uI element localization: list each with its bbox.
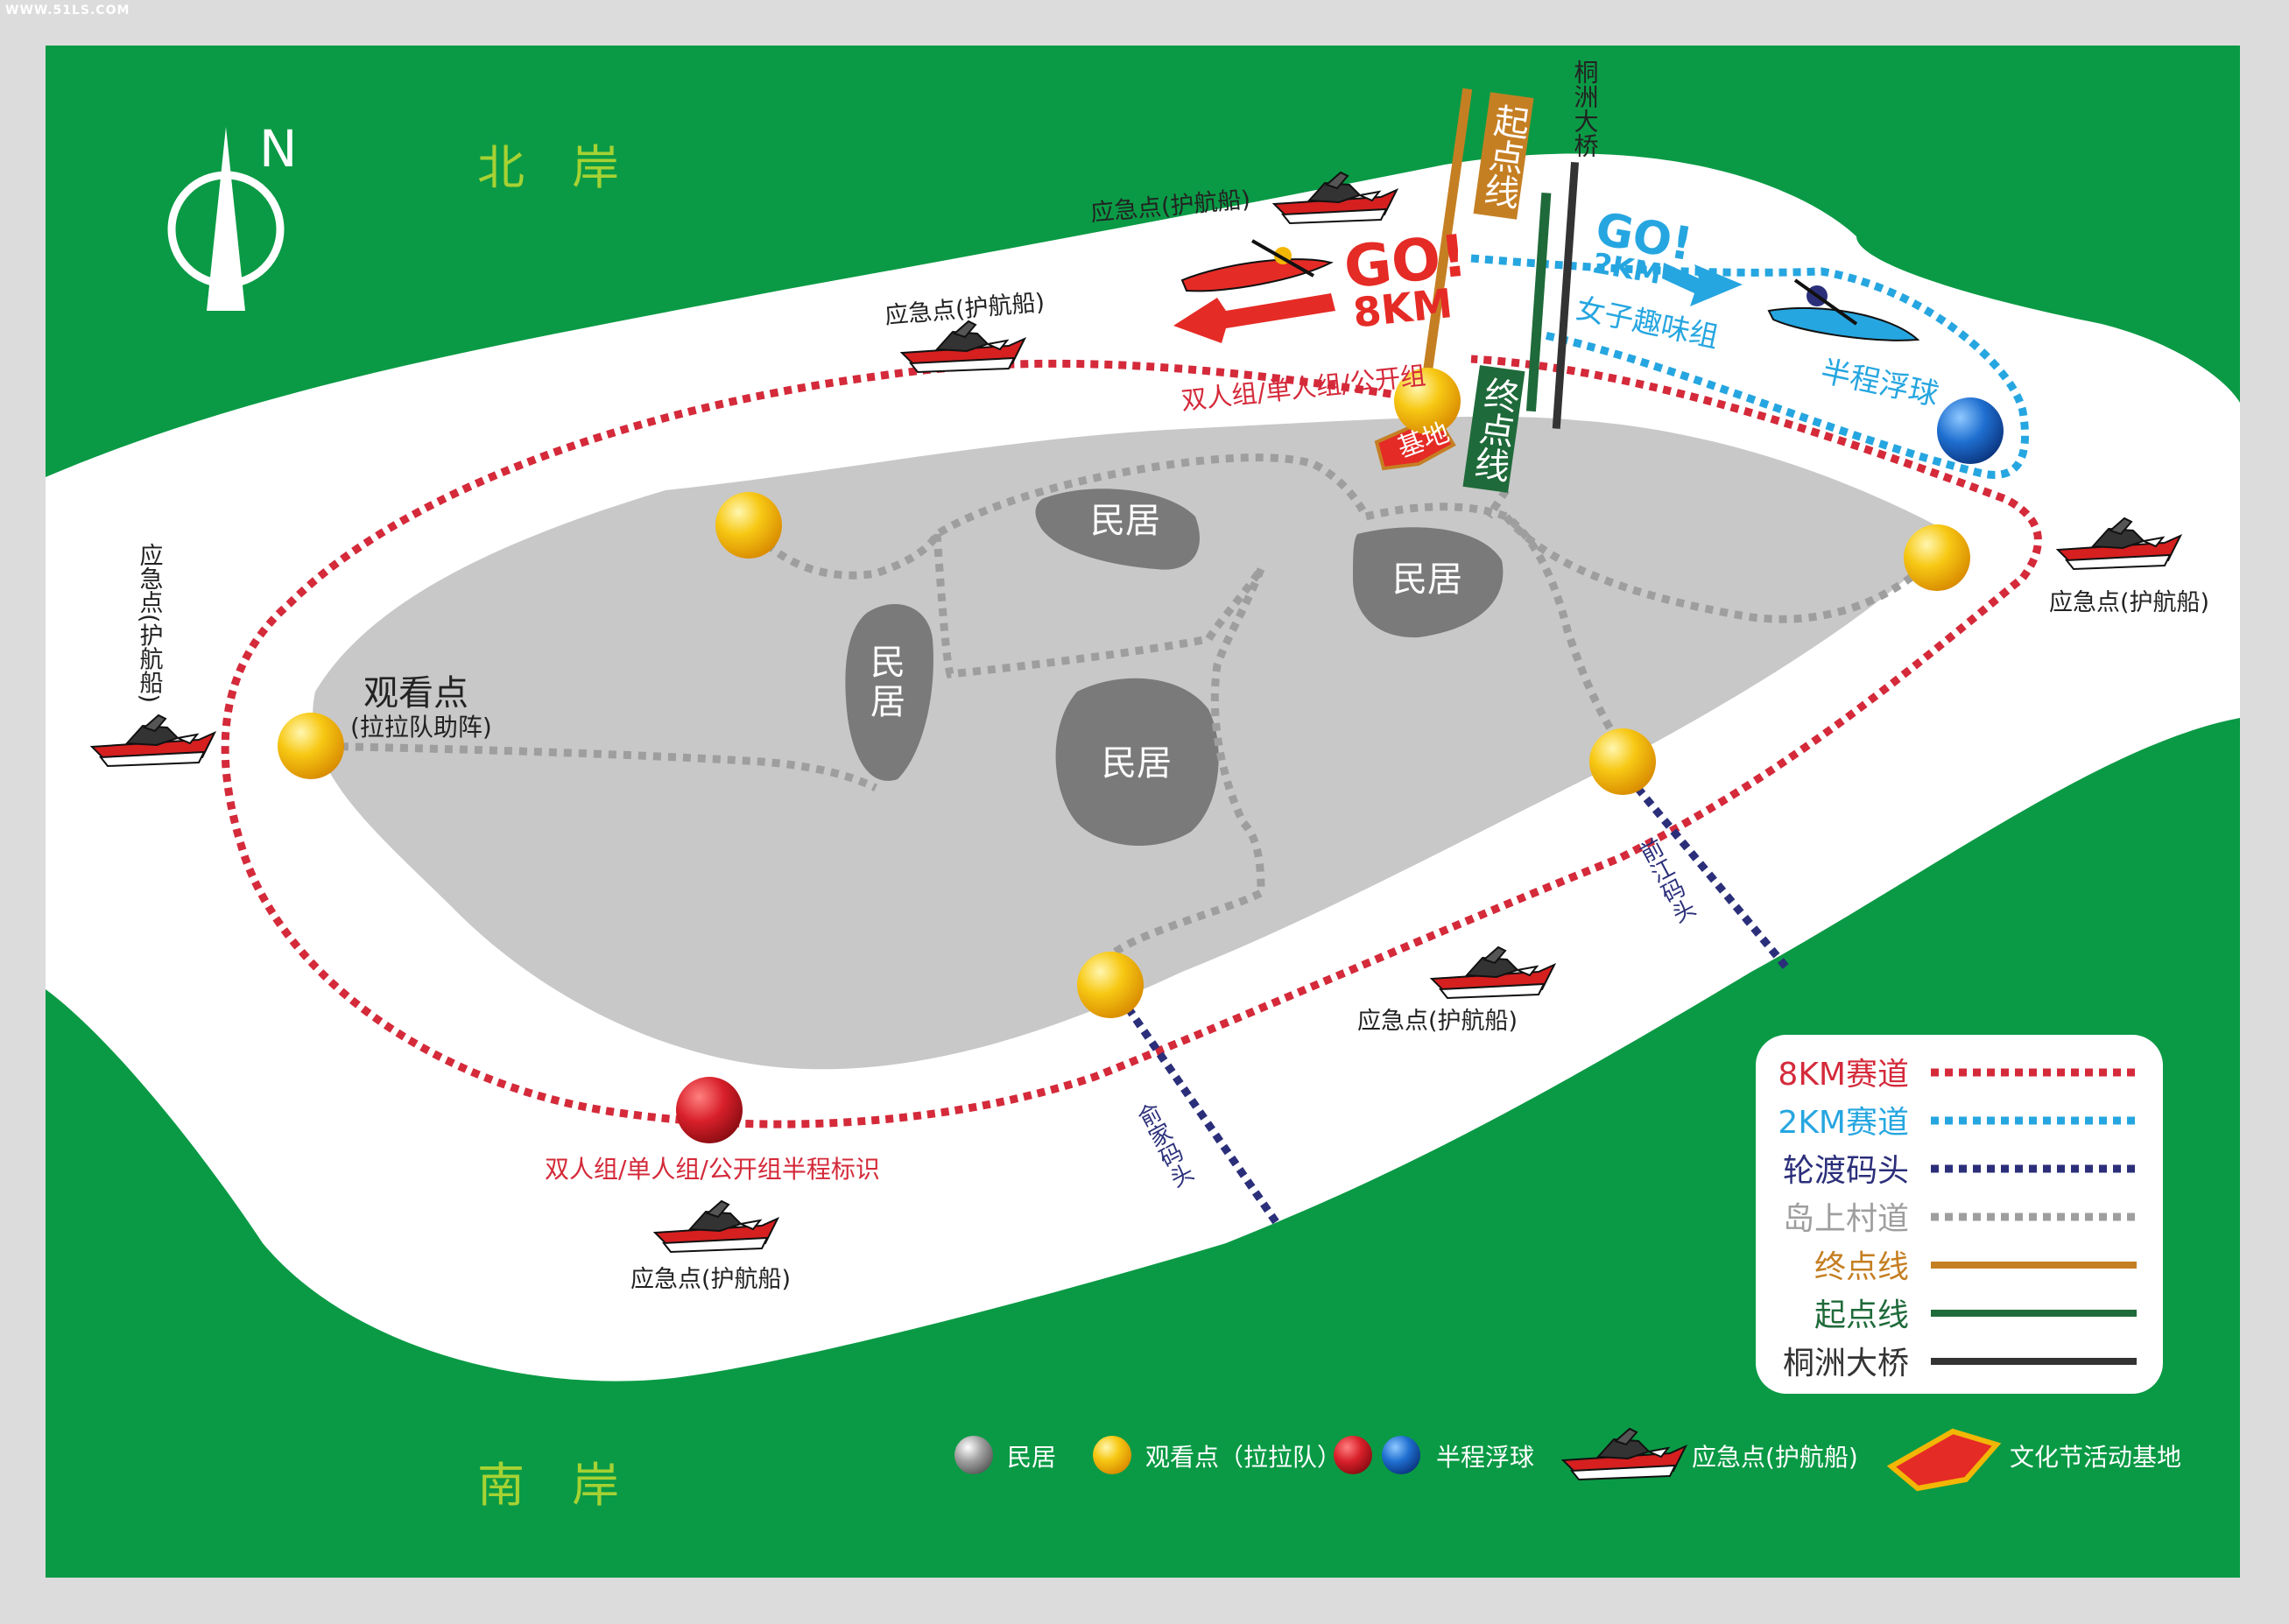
south-bank-label: 南 岸 bbox=[477, 1458, 619, 1513]
race-8km bbox=[221, 355, 2042, 1128]
viewpoint-title: 观看点 bbox=[363, 673, 468, 714]
go8-a: GO! bbox=[1341, 221, 1470, 301]
viewpoint-ball-2 bbox=[278, 713, 344, 779]
finish-line-bar bbox=[1422, 88, 1473, 376]
ferry-pier-2 bbox=[1634, 785, 1790, 970]
legend-buoy-blue-icon bbox=[1382, 1436, 1420, 1474]
house-label-3b: 居 bbox=[870, 682, 905, 722]
bridge-label: 桐洲大桥 bbox=[1571, 60, 1600, 158]
half-buoy-red bbox=[676, 1077, 743, 1143]
village-roads bbox=[310, 453, 1930, 958]
watermark: WWW.51LS.COM bbox=[5, 4, 130, 18]
half-buoy-blue bbox=[1937, 397, 2004, 464]
arrow-8km bbox=[1173, 293, 1335, 343]
legend-buoy-label: 半程浮球 bbox=[1436, 1443, 1534, 1472]
bridge-line bbox=[1552, 162, 1580, 429]
house-4 bbox=[1055, 678, 1219, 847]
emergency-label-4: 应急点(护航船) bbox=[2049, 589, 2209, 616]
go8-b: 8KM bbox=[1351, 279, 1454, 337]
legend-label-2: 轮渡码头 bbox=[1783, 1153, 1909, 1189]
house-label-1: 民居 bbox=[1090, 501, 1160, 541]
arrow-2km bbox=[1662, 263, 1743, 306]
legend-label-0: 8KM赛道 bbox=[1778, 1057, 1909, 1093]
legend-viewpoint-icon bbox=[1093, 1436, 1131, 1474]
start-line-bar bbox=[1525, 192, 1552, 412]
start-line-box bbox=[1473, 92, 1534, 220]
viewpoint-ball-4 bbox=[1904, 524, 1970, 591]
north-bank-label: 北 岸 bbox=[477, 140, 619, 195]
house-3 bbox=[845, 604, 933, 781]
house-label-4: 民居 bbox=[1102, 743, 1172, 784]
legend-label-5: 起点线 bbox=[1814, 1297, 1909, 1333]
finish-line-box bbox=[1462, 365, 1525, 493]
legend-emergency-label: 应急点(护航船) bbox=[1692, 1443, 1858, 1472]
legend-flag-icon bbox=[1886, 1428, 2002, 1492]
legend-base-label: 文化节活动基地 bbox=[2010, 1443, 2181, 1472]
emergency-label-5: 应急点(护航船) bbox=[1357, 1008, 1518, 1035]
house-label-3a: 民 bbox=[870, 643, 905, 683]
viewpoint-sub: (拉拉队助阵) bbox=[350, 713, 492, 742]
kayak-blue bbox=[1767, 278, 1920, 341]
legend-residence-icon bbox=[954, 1436, 993, 1474]
legend-label-1: 2KM赛道 bbox=[1778, 1105, 1909, 1141]
legend-buoy-red-icon bbox=[1334, 1436, 1372, 1474]
legend-label-4: 终点线 bbox=[1814, 1249, 1909, 1285]
viewpoint-ball-6 bbox=[1077, 952, 1144, 1018]
ferry-pier-1 bbox=[1109, 982, 1282, 1228]
legend-label-3: 岛上村道 bbox=[1783, 1201, 1909, 1237]
emergency-label-6: 应急点(护航船) bbox=[630, 1266, 791, 1293]
race-2km bbox=[1470, 254, 2030, 479]
compass-n: N bbox=[259, 119, 297, 179]
groups-half-label: 双人组/单人组/公开组半程标识 bbox=[545, 1155, 880, 1184]
compass bbox=[167, 127, 285, 311]
legend-residence-label: 民居 bbox=[1007, 1443, 1056, 1472]
house-1 bbox=[1035, 489, 1200, 570]
viewpoint-ball-1 bbox=[715, 492, 782, 559]
house-label-2: 民居 bbox=[1392, 559, 1462, 600]
legend-viewpoint-label: 观看点（拉拉队） bbox=[1145, 1443, 1342, 1472]
emergency-label-3: 应急点(护航船) bbox=[136, 543, 164, 703]
house-2 bbox=[1353, 527, 1504, 638]
viewpoint-ball-3 bbox=[1394, 368, 1461, 434]
legend-label-6: 桐洲大桥 bbox=[1783, 1346, 1909, 1381]
viewpoint-ball-5 bbox=[1589, 728, 1656, 795]
kayak-red bbox=[1180, 239, 1334, 292]
